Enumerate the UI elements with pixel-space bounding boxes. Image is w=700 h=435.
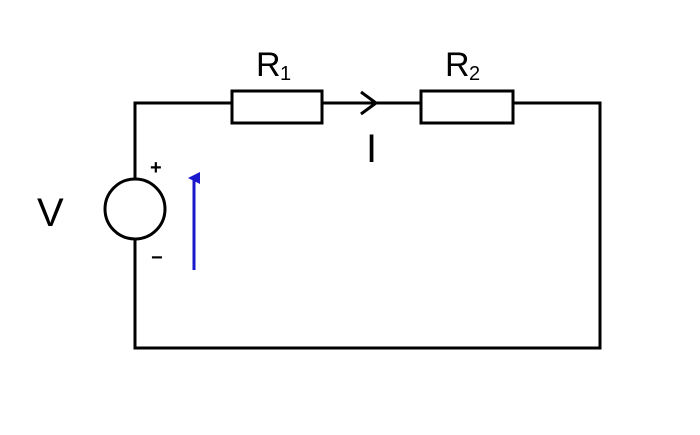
minus-sign: − xyxy=(151,247,163,269)
current-arrow-icon xyxy=(360,90,379,116)
source-label: V xyxy=(37,191,64,235)
r2-subscript: 2 xyxy=(469,63,480,85)
resistor-r1 xyxy=(230,89,324,125)
r2-label: R xyxy=(445,46,470,84)
resistor-r2 xyxy=(419,89,515,125)
voltage-source xyxy=(103,177,167,241)
wire-right-loop xyxy=(133,101,602,350)
current-label: I xyxy=(366,127,377,171)
wires xyxy=(133,101,602,350)
wire-left-top xyxy=(133,101,234,180)
plus-sign: + xyxy=(150,157,162,179)
r1-label: R xyxy=(256,46,281,84)
r1-subscript: 1 xyxy=(280,63,291,85)
